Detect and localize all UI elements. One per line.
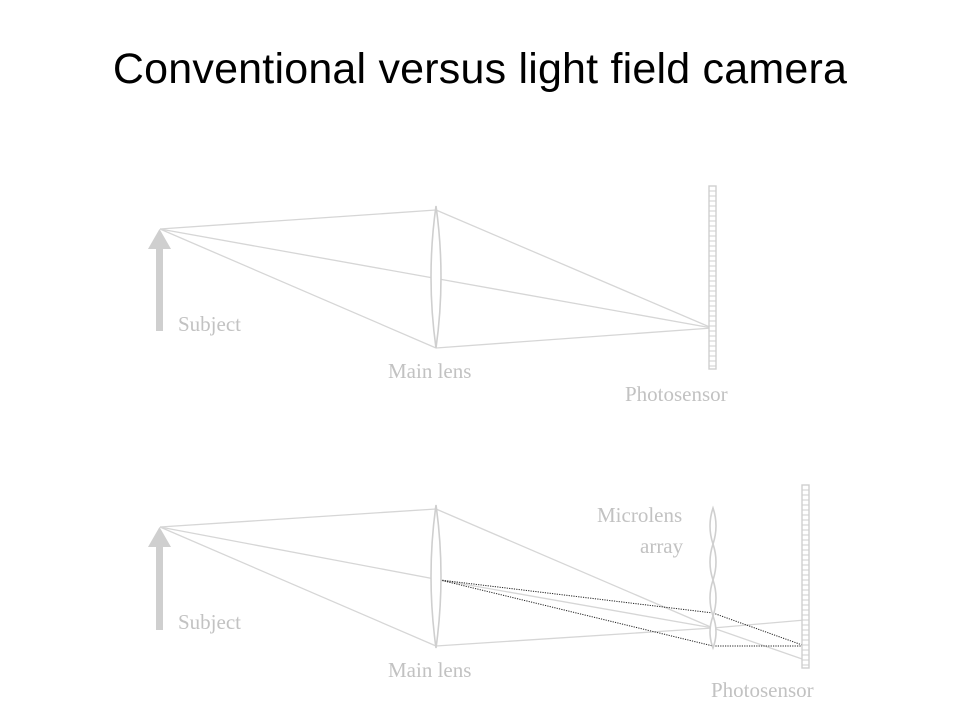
microlens-label: Microlens	[597, 503, 682, 527]
subject-arrow-icon	[148, 229, 171, 331]
subject-arrow-icon	[148, 527, 171, 630]
photosensor-label: Photosensor	[625, 382, 728, 406]
main-lens-label: Main lens	[388, 359, 471, 383]
photosensor-icon	[708, 185, 717, 370]
main-lens-icon	[430, 504, 442, 649]
photosensor-label: Photosensor	[711, 678, 814, 702]
subject-label: Subject	[178, 610, 241, 634]
subject-label: Subject	[178, 312, 241, 336]
photosensor-icon	[801, 484, 810, 669]
light-field-camera-diagram: Subject Main lens Microlens array Photos…	[148, 484, 814, 702]
microlens-array-icon	[709, 505, 717, 651]
slide-title: Conventional versus light field camera	[112, 45, 848, 93]
light-rays	[159, 508, 806, 661]
microlens-label-line2: array	[640, 534, 684, 558]
main-lens-icon	[430, 205, 442, 349]
highlighted-rays	[439, 579, 806, 647]
conventional-camera-diagram: Subject Main lens Photosensor	[148, 185, 728, 406]
main-lens-label: Main lens	[388, 658, 471, 682]
